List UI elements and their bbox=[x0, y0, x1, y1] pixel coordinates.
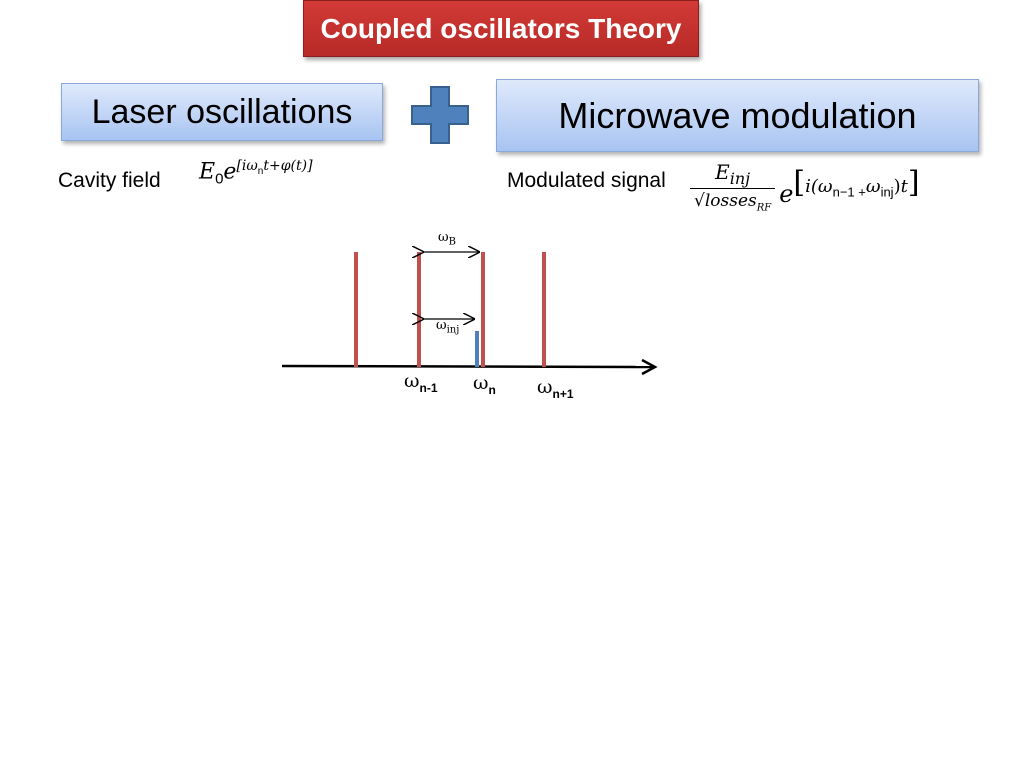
modulated-signal-equation: Einj √lossesRF e[i(ωn−1 +ωinj)t] bbox=[690, 160, 920, 213]
omega-n-label: ωn bbox=[473, 372, 496, 397]
fraction: Einj √lossesRF bbox=[690, 160, 776, 213]
plus-icon bbox=[411, 86, 469, 144]
omega-n-minus-1-label: ωn-1 bbox=[404, 370, 438, 395]
modulated-signal-label: Modulated signal bbox=[507, 169, 666, 192]
microwave-modulation-box: Microwave modulation bbox=[496, 79, 979, 152]
slide-title: Coupled oscillators Theory bbox=[303, 0, 699, 57]
omega-inj-label: ωinj bbox=[436, 318, 460, 336]
cavity-field-equation: E0e[iωnt+φ(t)] bbox=[199, 158, 313, 188]
microwave-modulation-label: Microwave modulation bbox=[558, 94, 917, 136]
omega-b-label: ωB bbox=[438, 230, 456, 248]
cavity-field-label: Cavity field bbox=[58, 169, 161, 192]
frequency-axis bbox=[281, 364, 655, 369]
laser-oscillations-box: Laser oscillations bbox=[61, 83, 383, 141]
omega-n-plus-1-label: ωn+1 bbox=[537, 376, 574, 401]
laser-oscillations-label: Laser oscillations bbox=[91, 92, 353, 131]
